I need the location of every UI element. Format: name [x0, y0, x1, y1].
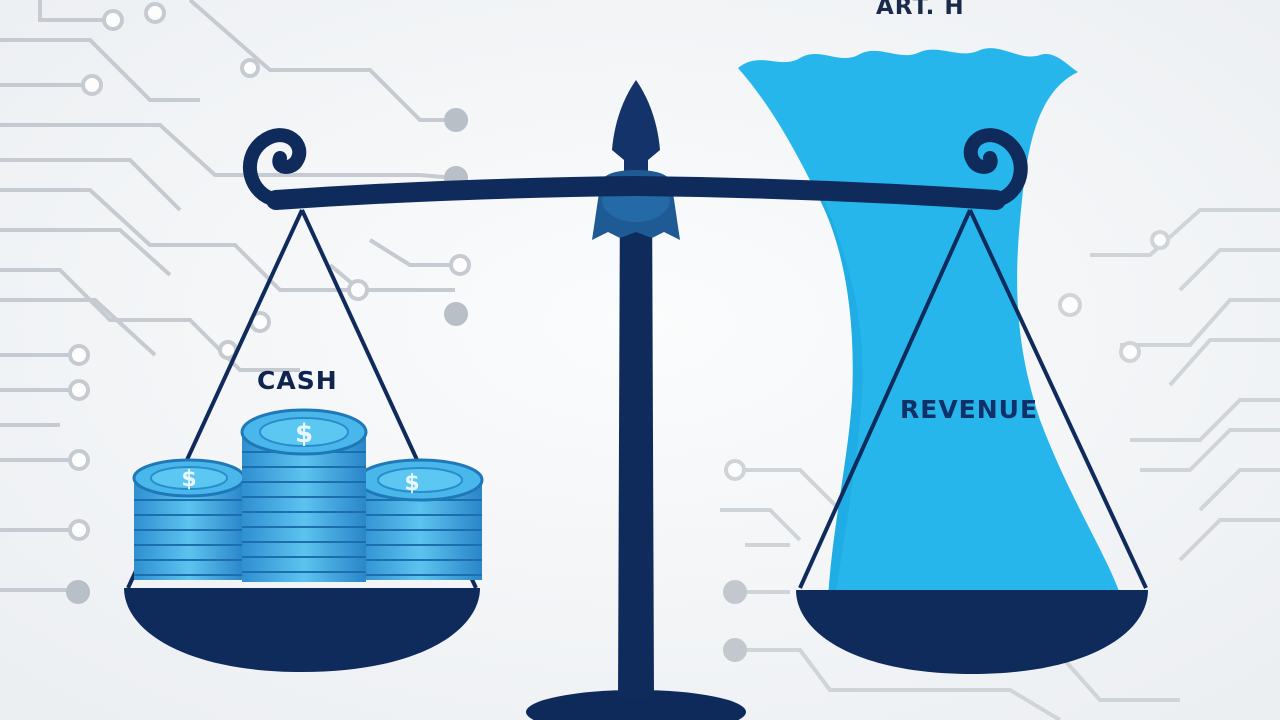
svg-text:$: $: [404, 471, 419, 496]
cash-label: CASH: [257, 366, 338, 395]
circuit-pattern-left: [0, 0, 456, 592]
svg-text:$: $: [181, 467, 196, 492]
top-partial-label: ART. H: [876, 0, 965, 20]
coin-stacks: $ $ $: [132, 408, 484, 582]
right-pan: [796, 590, 1148, 674]
svg-text:$: $: [295, 419, 313, 449]
right-pan-chains: [798, 209, 1148, 589]
revenue-label: REVENUE: [900, 395, 1039, 424]
circuit-nodes-left: [68, 2, 471, 541]
circuit-solid-nodes-right: [723, 580, 747, 662]
circuit-nodes-right: [724, 230, 1170, 481]
scale-beam: [242, 128, 1028, 210]
left-pan: [124, 588, 480, 672]
circuit-pattern-right: [720, 208, 1280, 720]
